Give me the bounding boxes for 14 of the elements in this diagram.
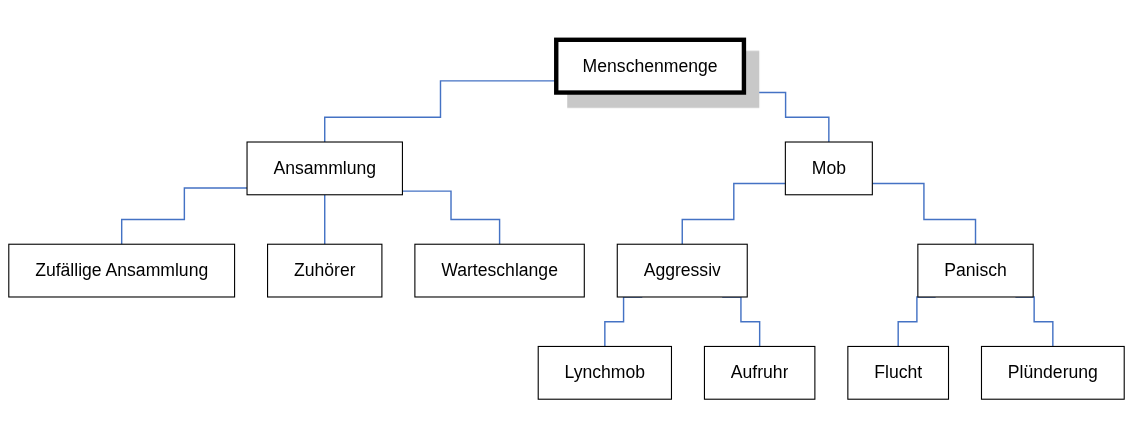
node-box: Mob xyxy=(784,141,873,196)
node-box: Aufruhr xyxy=(703,345,816,400)
node-box: Zuhörer xyxy=(267,243,383,298)
connector xyxy=(324,194,326,245)
node-box: Zufällige Ansammlung xyxy=(8,243,236,298)
node-box: Panisch xyxy=(917,243,1034,298)
node-box: Aggressiv xyxy=(616,243,748,298)
node-box: Ansammlung xyxy=(246,141,403,196)
node-box: Flucht xyxy=(847,345,950,400)
node-box: Menschenmenge xyxy=(554,37,747,95)
node-box: Lynchmob xyxy=(537,345,672,400)
connector xyxy=(120,187,248,245)
node-box: Warteschlange xyxy=(414,243,585,298)
node-box: Plünderung xyxy=(980,345,1125,400)
